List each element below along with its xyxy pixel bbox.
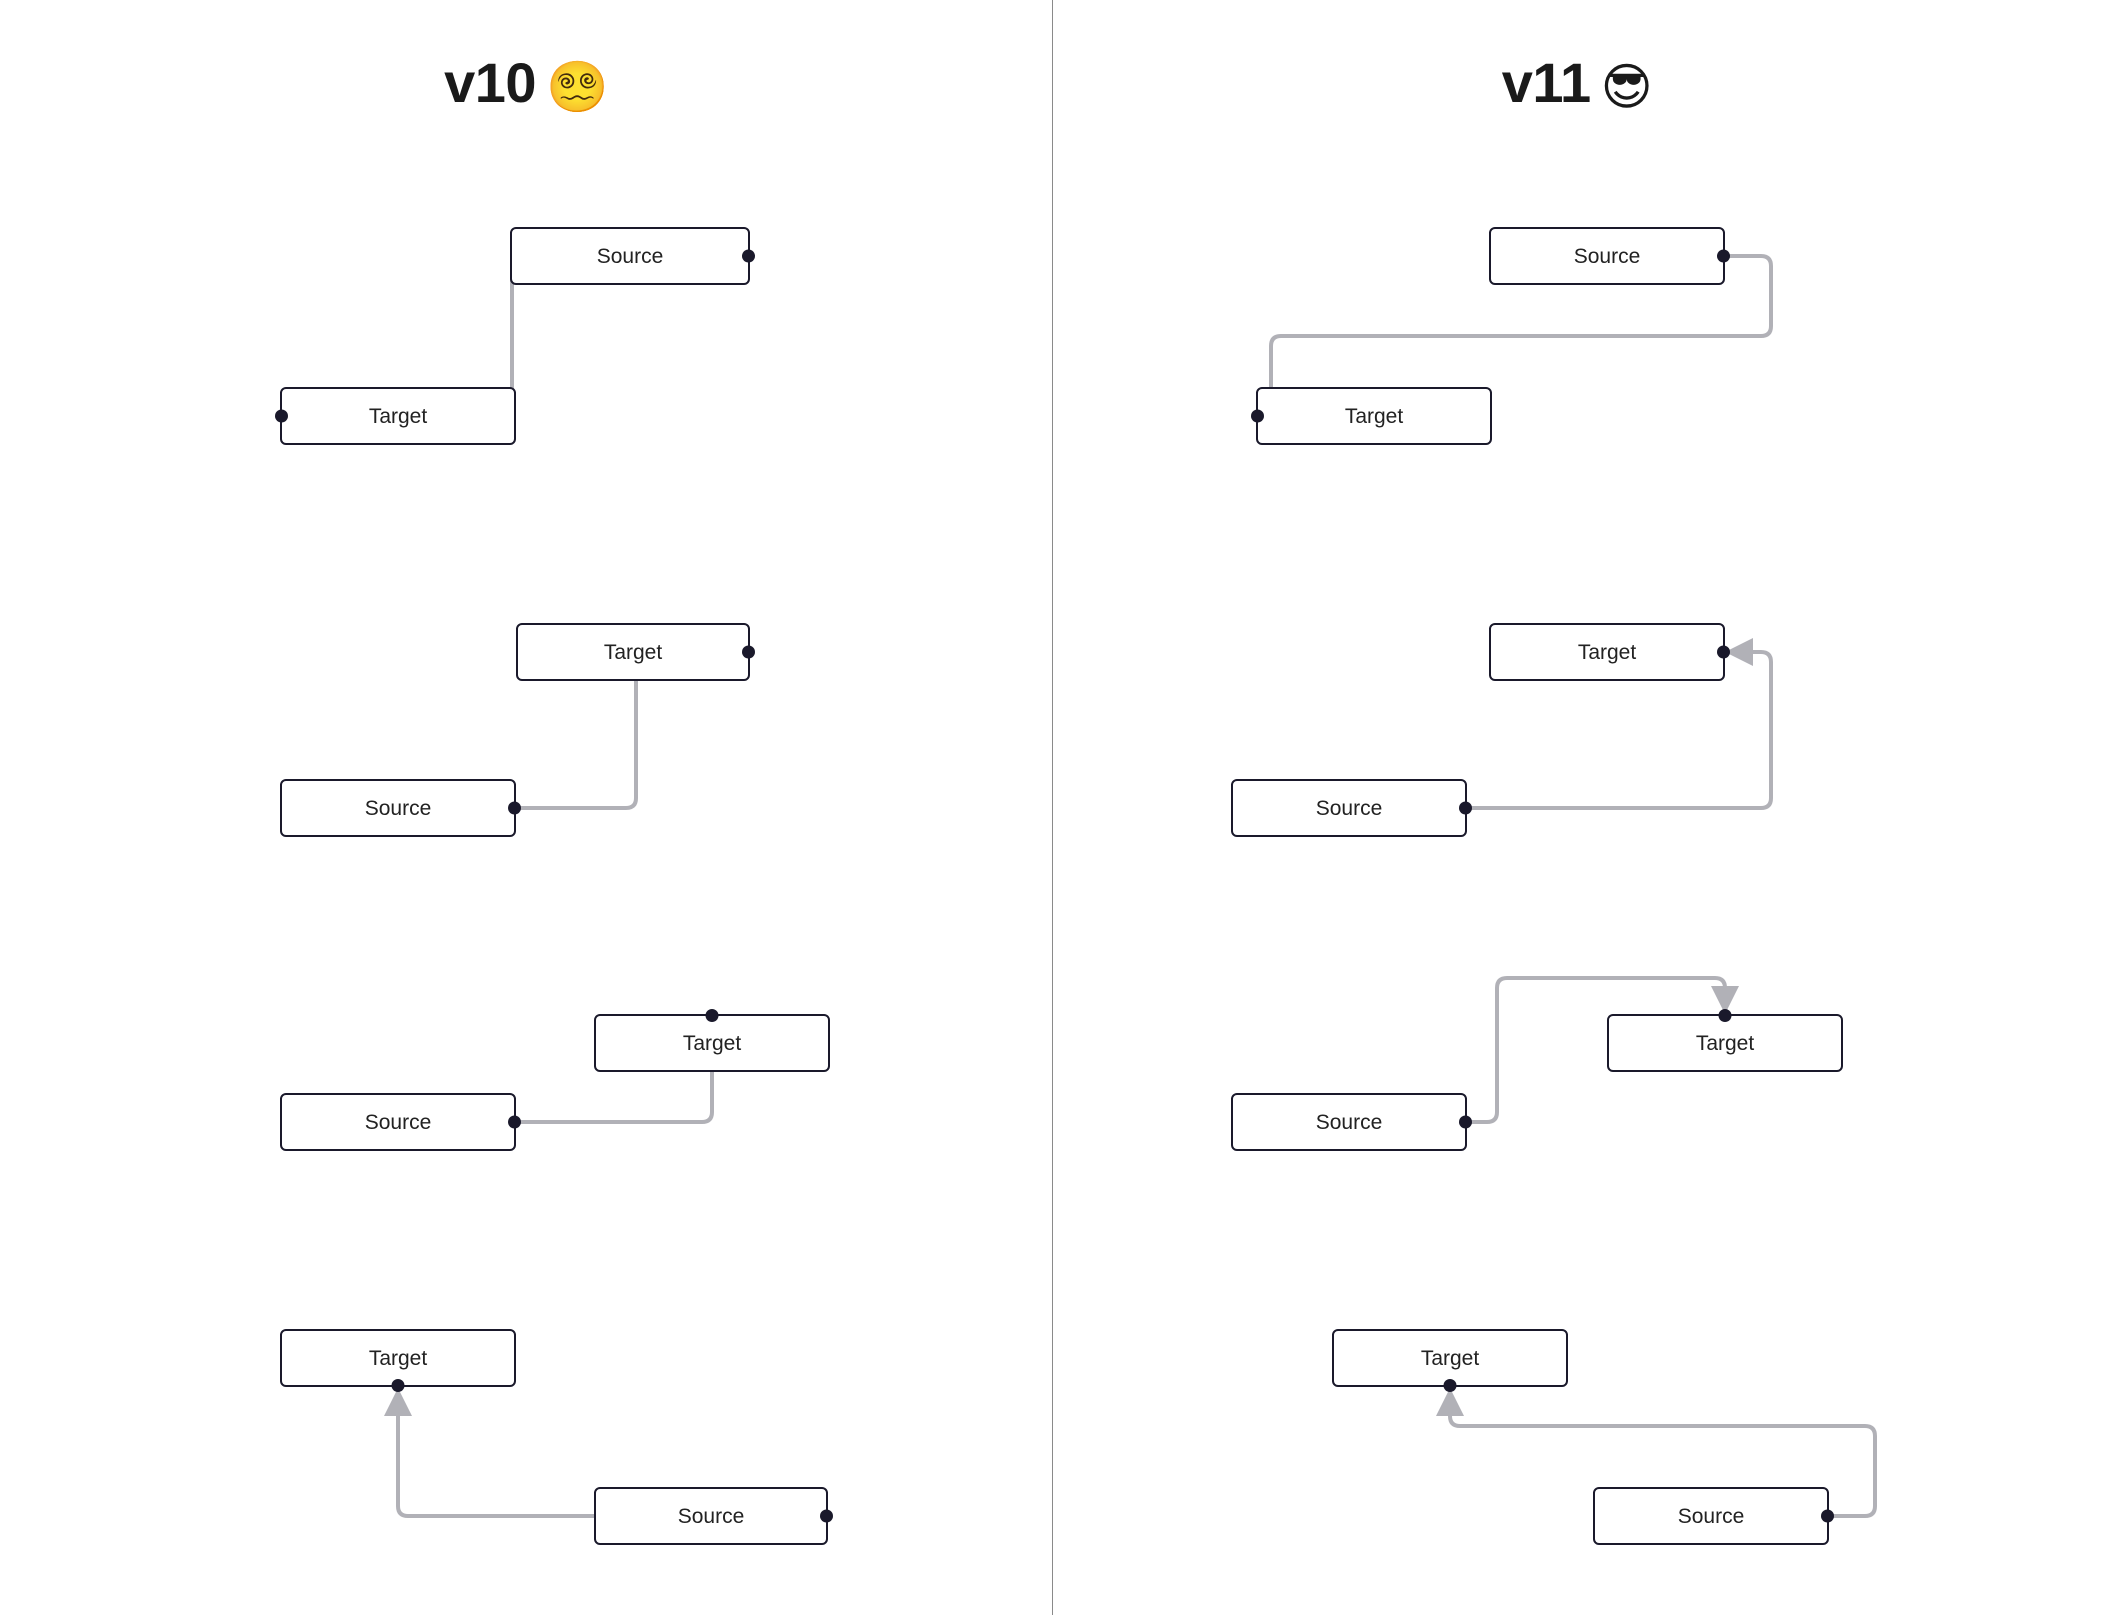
edge-v11-3-arrowhead [1711,986,1739,1014]
handle-right[interactable] [508,801,521,815]
edge-v11-2 [1467,650,1773,810]
node-label: Source [1677,1504,1745,1528]
panel-title-v11: v11😎 [1052,55,2102,115]
node-target-v11-4[interactable]: Target [1332,1329,1568,1392]
handle-right[interactable] [742,249,755,263]
node-label: Source [364,796,432,820]
node-label: Target [1577,640,1637,664]
node-label: Target [368,1346,428,1370]
edge-v10-3 [516,1014,714,1124]
edge-v11-4 [1448,1408,1877,1518]
panel-title-text: v10 [444,51,537,114]
handle-right[interactable] [1717,249,1730,263]
edge-v10-4 [396,1408,828,1518]
node-target-v10-2[interactable]: Target [516,623,755,681]
node-label: Source [677,1504,745,1528]
node-label: Target [1420,1346,1480,1370]
handle-right[interactable] [508,1115,521,1129]
handle-bottom[interactable] [391,1379,405,1392]
node-source-v10-1[interactable]: Source [510,227,755,285]
handle-left[interactable] [1251,409,1264,423]
panel-divider [1052,0,1053,1615]
handle-right[interactable] [1459,1115,1472,1129]
node-label: Target [682,1031,742,1055]
node-label: Source [364,1110,432,1134]
handle-right[interactable] [1821,1509,1834,1523]
node-source-v11-1[interactable]: Source [1489,227,1730,285]
edge-v11-3 [1467,976,1727,1124]
handle-top[interactable] [705,1009,719,1022]
node-source-v11-4[interactable]: Source [1593,1487,1834,1545]
panel-title-text: v11 [1501,51,1591,114]
edge-v10-4-arrowhead [384,1388,412,1416]
handle-left[interactable] [275,409,288,423]
handle-right[interactable] [820,1509,833,1523]
face-with-spiral-eyes-emoji: 😵‍💫 [546,59,608,115]
handle-right[interactable] [742,645,755,659]
node-label: Source [1573,244,1641,268]
node-label: Target [1695,1031,1755,1055]
node-source-v11-2[interactable]: Source [1231,779,1472,837]
handle-right[interactable] [1459,801,1472,815]
node-label: Source [1315,1110,1383,1134]
node-target-v10-4[interactable]: Target [280,1329,516,1392]
handle-right[interactable] [1717,645,1730,659]
panel-v11: v11😎 Source Target Target [1052,0,2102,1615]
node-target-v10-3[interactable]: Target [594,1009,830,1072]
node-label: Target [368,404,428,428]
node-label: Source [596,244,664,268]
panel-v10: v10😵‍💫 Source Target Target [0,55,1052,1545]
edge-v11-2-arrowhead [1725,638,1753,666]
node-target-v11-1[interactable]: Target [1251,387,1492,445]
node-target-v11-2[interactable]: Target [1489,623,1730,681]
node-source-v11-3[interactable]: Source [1231,1093,1472,1151]
edge-v11-4-arrowhead [1436,1388,1464,1416]
node-target-v10-1[interactable]: Target [275,387,516,445]
node-source-v10-3[interactable]: Source [280,1093,521,1151]
node-target-v11-3[interactable]: Target [1607,1009,1843,1072]
handle-top[interactable] [1718,1009,1732,1022]
node-label: Source [1315,796,1383,820]
node-source-v10-4[interactable]: Source [594,1487,833,1545]
node-label: Target [1344,404,1404,428]
node-source-v10-2[interactable]: Source [280,779,521,837]
panel-title-v10: v10😵‍💫 [0,55,1052,115]
node-label: Target [603,640,663,664]
smiling-face-with-sunglasses-emoji: 😎 [1600,59,1653,115]
handle-bottom[interactable] [1443,1379,1457,1392]
